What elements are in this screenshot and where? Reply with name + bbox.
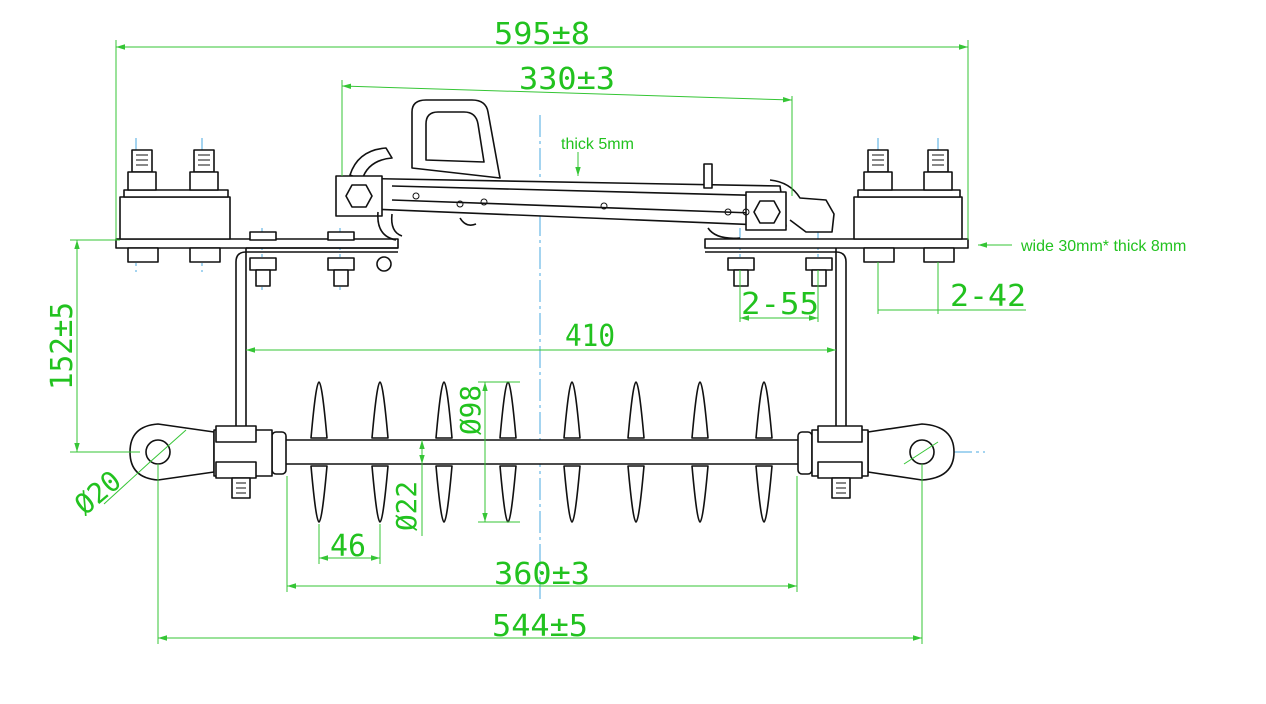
shed	[563, 465, 581, 523]
dim-core-diameter: Ø22	[390, 481, 423, 531]
dim-hole-spacing-large: 2-42	[950, 279, 1026, 314]
shed	[691, 465, 709, 523]
dim-height: 152±5	[45, 302, 80, 390]
shed	[563, 381, 581, 439]
mounting-plate	[115, 238, 969, 249]
shed	[371, 465, 389, 523]
terminal-block-right	[853, 149, 963, 263]
bracket-bolts	[249, 231, 833, 287]
terminal-block-left	[119, 149, 231, 263]
shed	[499, 465, 517, 523]
dim-insulator-length: 360±3	[494, 557, 590, 592]
shed	[627, 381, 645, 439]
dimension-labels: 595±8 330±3 152±5 410 2-55 2-42 Ø98 Ø22 …	[45, 17, 1186, 644]
dim-total-length: 544±5	[492, 609, 588, 644]
shed	[755, 465, 773, 523]
support-brackets	[235, 247, 847, 435]
shed	[435, 381, 453, 439]
shed	[627, 465, 645, 523]
polymer-insulator	[129, 381, 955, 523]
shed	[371, 381, 389, 439]
note-plate-size: wide 30mm* thick 8mm	[1020, 238, 1186, 255]
dim-arm-span: 330±3	[519, 62, 615, 97]
shed	[310, 465, 328, 523]
shed	[691, 381, 709, 439]
dimension-lines	[70, 40, 1026, 644]
dim-bracket-span: 410	[565, 319, 615, 354]
note-arm-thickness: thick 5mm	[561, 136, 634, 153]
shed	[435, 465, 453, 523]
dim-shed-diameter: Ø98	[454, 385, 487, 435]
dim-shed-pitch: 46	[330, 529, 366, 564]
shed	[755, 381, 773, 439]
shed	[310, 381, 328, 439]
shed	[499, 381, 517, 439]
dim-eye-diameter: Ø20	[68, 464, 128, 521]
dim-overall-width: 595±8	[494, 17, 590, 52]
dim-hole-spacing-small: 2-55	[741, 287, 819, 322]
fuse-arm	[335, 99, 835, 241]
